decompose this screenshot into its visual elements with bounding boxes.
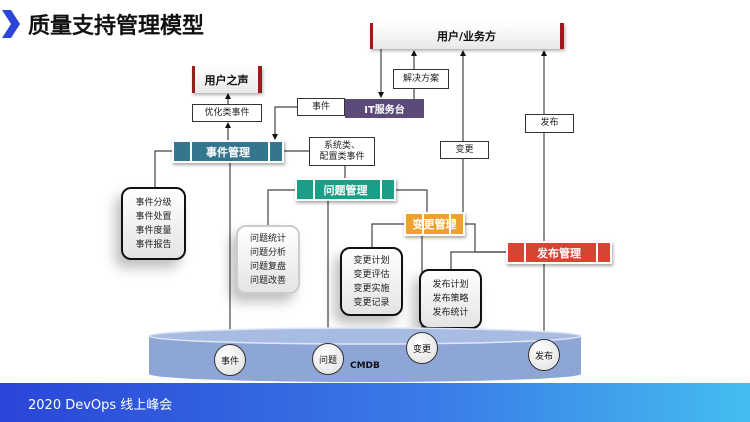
- chevron-icon: [2, 10, 20, 38]
- cmdb-item-incident: 事件: [214, 344, 246, 376]
- list-item: 事件处置: [135, 211, 172, 222]
- list-item: 发布统计: [432, 308, 469, 318]
- cmdb-item-change: 变更: [406, 332, 438, 364]
- system-events-line1: 系统类、: [323, 140, 360, 151]
- cmdb-label: CMDB: [350, 361, 380, 371]
- event-label: 事件: [297, 98, 345, 116]
- system-events-label: 系统类、 配置类事件: [309, 137, 375, 166]
- footer-text: 2020 DevOps 线上峰会: [28, 398, 173, 413]
- list-item: 变更评估: [353, 269, 390, 280]
- user-voice-box: 用户之声: [192, 66, 262, 93]
- it-service-desk-box: IT服务台: [345, 99, 424, 118]
- list-item: 变更实施: [353, 283, 390, 294]
- release-list: 发布计划 发布策略 发布统计: [419, 269, 482, 329]
- list-item: 变更记录: [353, 297, 390, 308]
- system-events-line2: 配置类事件: [319, 151, 365, 162]
- change-management-box: 变更管理: [404, 212, 465, 236]
- cmdb-item-problem: 问题: [312, 343, 344, 375]
- problem-list: 问题统计 问题分析 问题复盘 问题改善: [236, 225, 300, 294]
- change-list: 变更计划 变更评估 变更实施 变更记录: [340, 247, 403, 316]
- users-box: 用户/业务方: [370, 23, 564, 49]
- problem-management-box: 问题管理: [295, 178, 396, 201]
- release-label: 发布: [525, 114, 574, 133]
- list-item: 问题分析: [249, 247, 286, 258]
- change-label: 变更: [440, 141, 489, 159]
- list-item: 事件分级: [135, 197, 172, 208]
- incident-list: 事件分级 事件处置 事件度量 事件报告: [121, 187, 186, 260]
- optimize-events-label: 优化类事件: [192, 104, 262, 122]
- cmdb-cylinder: [148, 327, 582, 382]
- list-item: 问题统计: [249, 233, 286, 244]
- cmdb-item-release: 发布: [528, 339, 560, 371]
- list-item: 问题改善: [249, 275, 286, 286]
- solution-label: 解决方案: [393, 69, 449, 89]
- page-title: 质量支持管理模型: [28, 14, 205, 39]
- release-management-box: 发布管理: [506, 241, 612, 264]
- list-item: 变更计划: [353, 255, 390, 266]
- footer-band: [0, 383, 750, 422]
- incident-management-box: 事件管理: [172, 140, 284, 163]
- list-item: 事件报告: [135, 239, 172, 250]
- list-item: 问题复盘: [249, 261, 286, 272]
- list-item: 发布计划: [432, 280, 469, 290]
- list-item: 事件度量: [135, 225, 172, 236]
- list-item: 发布策略: [432, 294, 469, 304]
